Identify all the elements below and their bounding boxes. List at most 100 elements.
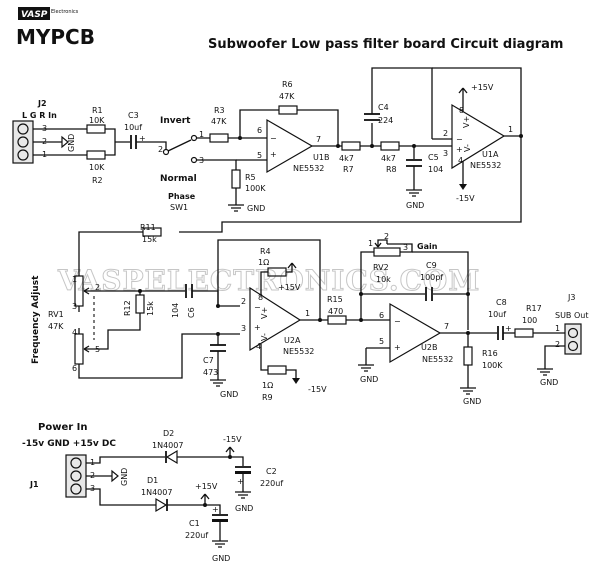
- c7-capacitor: [210, 344, 226, 352]
- r4-ref: R4: [260, 247, 271, 256]
- rv2-pin2: 2: [384, 232, 389, 241]
- rv2-potentiometer: [373, 247, 401, 257]
- svg-text:+: +: [212, 505, 219, 514]
- r2-resistor: [86, 150, 106, 160]
- r8-ref: R8: [386, 165, 397, 174]
- r3-value: 47K: [211, 117, 227, 126]
- r6-value: 47K: [279, 92, 295, 101]
- svg-text:−: −: [270, 134, 277, 143]
- sw1-pin2: 2: [158, 145, 163, 154]
- r17-value: 100: [522, 316, 537, 325]
- j3-pin1: 1: [555, 324, 560, 333]
- input-connector-j2: J2 L G R In 3 2 1 GND: [12, 99, 76, 164]
- j2-pin2-screw: [17, 136, 29, 148]
- sw1-pin1: 1: [199, 130, 204, 139]
- u1b-pin7: 7: [316, 135, 321, 144]
- power-title: Power In: [38, 422, 87, 433]
- d1-diode: [155, 497, 168, 513]
- switch-phase-label: Phase: [168, 192, 196, 201]
- c1-ref: C1: [189, 519, 200, 528]
- c7-ref: C7: [203, 356, 214, 365]
- c7-gnd-label: GND: [220, 390, 238, 399]
- svg-text:+: +: [456, 145, 463, 154]
- r17-resistor: [514, 328, 534, 338]
- u2b-pin7: 7: [444, 322, 449, 331]
- u1a-pin1: 1: [508, 125, 513, 134]
- r9-value: 1Ω: [262, 381, 273, 390]
- svg-text:+: +: [254, 323, 261, 332]
- u2a-ref: U2A: [284, 336, 301, 345]
- r1-resistor: [86, 124, 106, 134]
- u2a-neg-arrow-icon: [292, 378, 300, 384]
- j3-header: SUB Out: [555, 311, 588, 320]
- u2a-pin3: 3: [241, 324, 246, 333]
- u2b-part: NE5532: [422, 355, 453, 364]
- c4-value: 224: [378, 116, 393, 125]
- u1a-vminus: V-: [463, 144, 472, 152]
- u2b-ref: U2B: [421, 343, 437, 352]
- j2-gnd-label: GND: [67, 134, 76, 152]
- c1-capacitor: +: [212, 505, 228, 522]
- rv2-ref: RV2: [373, 263, 389, 272]
- r15-resistor: [327, 315, 347, 325]
- u2a-pos-supply: +15V: [278, 283, 301, 292]
- j3-ref: J3: [567, 293, 575, 302]
- j2-ref: J2: [37, 99, 47, 108]
- rv1-pin3: 3: [72, 302, 77, 311]
- u2a-pin2: 2: [241, 297, 246, 306]
- svg-text:+: +: [394, 343, 401, 352]
- c2-capacitor: +: [235, 466, 251, 486]
- c8-ref: C8: [496, 298, 507, 307]
- u2a-vplus: V+: [260, 307, 269, 319]
- u1a-vplus: V+: [462, 116, 471, 128]
- u2a-neg-supply: -15V: [308, 385, 327, 394]
- rv1-value: 47K: [48, 322, 64, 331]
- c5-gnd-label: GND: [406, 201, 424, 210]
- r17-ref: R17: [526, 304, 542, 313]
- r11-value: 15k: [142, 235, 157, 244]
- u1a-pin2: 2: [443, 129, 448, 138]
- rv2-pin1: 1: [368, 239, 373, 248]
- d1-ref: D1: [147, 476, 158, 485]
- c9-capacitor: [425, 287, 433, 301]
- c1-gnd-label: GND: [212, 554, 230, 563]
- r2-ref: R2: [92, 176, 103, 185]
- c9-ref: C9: [426, 261, 437, 270]
- c2-value: 220uf: [260, 479, 283, 488]
- r16-gnd-label: GND: [463, 397, 481, 406]
- j2-terminal-block: [12, 120, 34, 164]
- r11-ref: R11: [140, 223, 156, 232]
- c6-value: 104: [171, 303, 180, 318]
- u2b-pin5: 5: [379, 337, 384, 346]
- r5-resistor: [231, 169, 241, 189]
- opamp-u2b: [389, 302, 442, 364]
- j2-pin1-screw: [17, 149, 29, 161]
- rv2-pin3: 3: [403, 243, 408, 252]
- u1b-pin6: 6: [257, 126, 262, 135]
- c4-ref: C4: [378, 103, 389, 112]
- r16-ref: R16: [482, 349, 498, 358]
- logo-main: MYPCB: [16, 25, 95, 49]
- r3-ref: R3: [214, 106, 225, 115]
- r5-ref: R5: [245, 173, 256, 182]
- diagram-title: Subwoofer Low pass filter board Circuit …: [208, 37, 563, 52]
- u2a-pin4: 4: [256, 342, 261, 351]
- logo-sub: Electronics: [51, 9, 79, 15]
- u2a-part: NE5532: [283, 347, 314, 356]
- output-connector-j3: J3 SUB Out 1 2: [555, 293, 588, 355]
- svg-text:+: +: [237, 477, 244, 486]
- svg-text:−: −: [456, 135, 463, 144]
- rv1-pin1: 1: [72, 275, 77, 284]
- j1-gnd-label: GND: [120, 468, 129, 486]
- c5-capacitor: [406, 159, 422, 167]
- rv1-ref: RV1: [48, 310, 64, 319]
- d1-value: 1N4007: [141, 488, 172, 497]
- rv1-pin2: 2: [95, 283, 100, 292]
- rv2-gain-label: Gain: [417, 242, 438, 251]
- r5-value: 100K: [245, 184, 266, 193]
- u1a-ref: U1A: [482, 150, 499, 159]
- rv2-value: 10k: [376, 275, 391, 284]
- u1a-pos-supply: +15V: [471, 83, 494, 92]
- j3-gnd-label: GND: [540, 378, 558, 387]
- u2b-gnd-label: GND: [360, 375, 378, 384]
